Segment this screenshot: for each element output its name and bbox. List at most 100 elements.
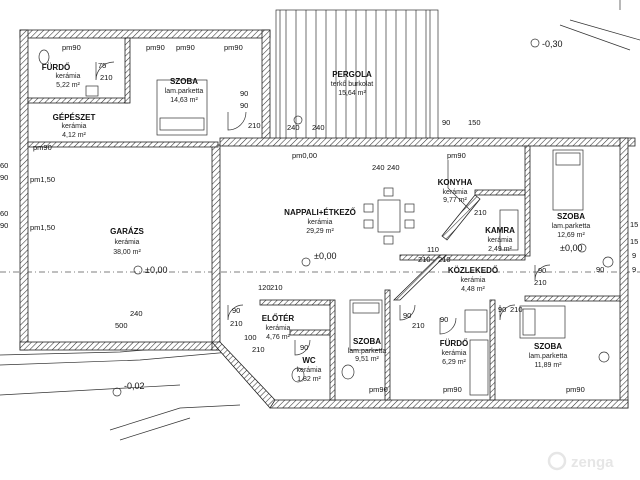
room-name: ELŐTÉR	[262, 314, 295, 323]
dimension-label: 150	[468, 118, 481, 127]
dimension-label: 210	[534, 278, 547, 287]
room-area: 15,64 m²	[338, 90, 366, 97]
dimension-label: 210	[248, 121, 261, 130]
level-label: -0,30	[542, 39, 563, 49]
dimension-label: pm1,50	[30, 175, 55, 184]
dimension-label: 90	[442, 118, 450, 127]
dimension-label: 75	[98, 61, 106, 70]
room-material: kerámia	[56, 73, 81, 80]
room-area: 6,29 m²	[442, 359, 466, 366]
dimension-label: pm90	[33, 143, 52, 152]
dimension-label: pm90	[62, 43, 81, 52]
room-name: FÜRDŐ	[440, 339, 468, 348]
room-name: NAPPALI+ÉTKEZŐ	[284, 208, 356, 217]
dimension-label: 90	[440, 315, 448, 324]
dimension-label: 110	[427, 245, 439, 254]
dimension-label: 9	[632, 265, 636, 274]
room-material: kerámia	[308, 219, 333, 226]
level-label: ±0,00	[314, 251, 336, 261]
room-name: WC	[302, 356, 316, 365]
dimension-label: 90	[232, 306, 240, 315]
dimension-labels: pm90 pm90 pm90 pm90 pm90 75 210 90 90 21…	[0, 43, 638, 394]
terrain-lines	[0, 0, 640, 441]
dimension-label: 210	[438, 255, 451, 264]
room-material: kerámia	[488, 237, 513, 244]
dimension-label: 210	[252, 345, 265, 354]
dimension-label: 240	[387, 163, 400, 172]
dimension-label: pm0,00	[292, 151, 317, 160]
room-material: kerámia	[266, 325, 291, 332]
room-area: 38,00 m²	[113, 249, 141, 256]
room-area: 29,29 m²	[306, 228, 334, 235]
room-name: GÉPÉSZET	[53, 113, 96, 122]
room-area: 1,82 m²	[297, 376, 321, 383]
dimension-label: 240	[130, 309, 143, 318]
dimension-label: pm90	[447, 151, 466, 160]
dimension-label: 60	[0, 161, 8, 170]
room-material: lam.parketta	[165, 88, 204, 95]
dimension-label: 120	[258, 283, 271, 292]
dimension-label: 210	[510, 305, 523, 314]
dimension-label: 240	[287, 123, 300, 132]
room-name: PERGOLA	[332, 70, 372, 79]
room-material: kerámia	[442, 350, 467, 357]
walls	[19, 29, 636, 409]
dimension-label: pm1,50	[30, 223, 55, 232]
dimension-label: 210	[412, 321, 425, 330]
room-material: kerámia	[443, 189, 468, 196]
furniture	[38, 49, 584, 396]
room-name: KÖZLEKEDŐ	[448, 266, 498, 275]
dimension-label: 240	[312, 123, 325, 132]
dimension-label: 500	[115, 321, 128, 330]
room-area: 4,76 m²	[266, 334, 290, 341]
zenga-logo-icon	[547, 451, 567, 471]
dimension-label: 90	[240, 101, 248, 110]
dimension-label: 210	[270, 283, 283, 292]
room-material: lam.parketta	[529, 353, 568, 360]
dimension-label: 90	[300, 343, 308, 352]
room-area: 2,49 m²	[488, 246, 512, 253]
room-name: SZOBA	[534, 342, 562, 351]
dimension-label: 60	[0, 209, 8, 218]
watermark-text: zenga	[571, 454, 614, 471]
dimension-label: 90	[0, 221, 8, 230]
dimension-label: 210	[100, 73, 113, 82]
room-area: 14,63 m²	[170, 97, 198, 104]
watermark: zenga	[547, 451, 614, 471]
room-area: 12,69 m²	[557, 232, 585, 239]
dimension-label: 240	[372, 163, 385, 172]
room-name: SZOBA	[353, 337, 381, 346]
room-name: KONYHA	[438, 178, 473, 187]
room-area: 4,12 m²	[62, 132, 86, 139]
dimension-label: 210	[474, 208, 487, 217]
pergola-slats	[275, 9, 439, 141]
room-material: terkő burkolat	[331, 81, 373, 88]
dimension-label: 90	[403, 311, 411, 320]
door-swings	[95, 61, 551, 356]
dimension-label: 90	[498, 305, 506, 314]
room-material: lam.parketta	[348, 348, 387, 355]
dimension-label: pm90	[146, 43, 165, 52]
dimension-label: 90	[596, 265, 604, 274]
room-area: 9,77 m²	[443, 197, 467, 204]
dimension-label: 100	[244, 333, 257, 342]
room-area: 4,48 m²	[461, 286, 485, 293]
dimension-label: pm90	[443, 385, 462, 394]
room-name: GARÁZS	[110, 227, 144, 236]
room-name: FÜRDŐ	[42, 63, 70, 72]
room-material: kerámia	[461, 277, 486, 284]
dimension-label: 90	[0, 173, 8, 182]
dimension-label: 90	[240, 89, 248, 98]
room-name: SZOBA	[170, 77, 198, 86]
dimension-label: pm90	[224, 43, 243, 52]
dimension-label: 15	[630, 237, 638, 246]
room-name: SZOBA	[557, 212, 585, 221]
room-labels: FÜRDŐ kerámia 5,22 m² SZOBA lam.parketta…	[42, 63, 591, 383]
room-material: kerámia	[297, 367, 322, 374]
dimension-label: 90	[538, 266, 546, 275]
dimension-label: 9	[632, 251, 636, 260]
dimension-label: pm90	[369, 385, 388, 394]
level-label: -0,02	[124, 381, 145, 391]
room-material: kerámia	[62, 123, 87, 130]
